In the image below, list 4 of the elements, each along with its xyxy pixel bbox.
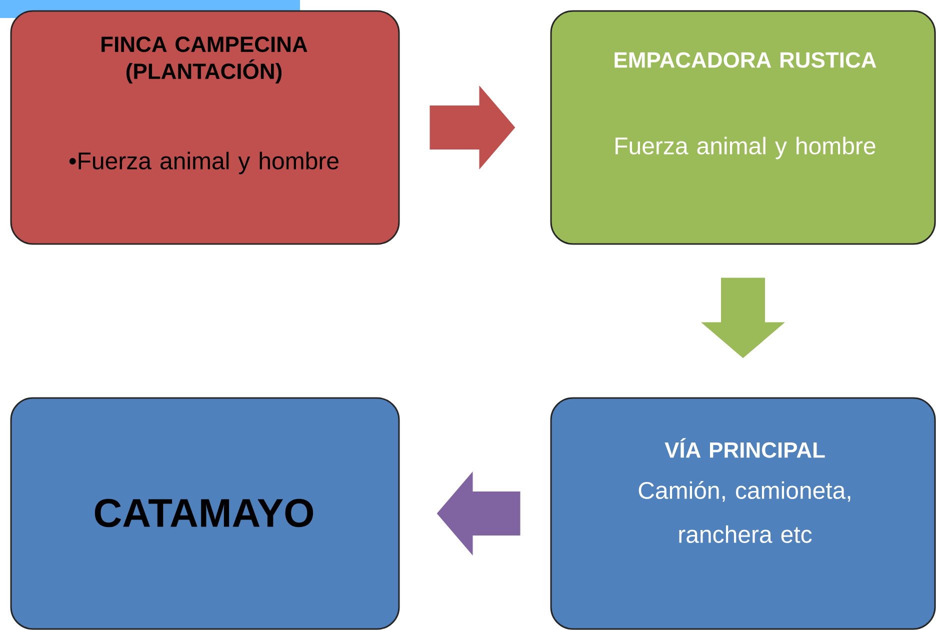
process-box: FINCA CAMPECINA (PLANTACIÓN) •Fuerza animal y hombre (10, 10, 400, 245)
process-box: CATAMAYO (10, 397, 400, 630)
process-box: VÍA PRINCIPAL Camión, camioneta, ranchera etc (550, 397, 936, 630)
process-box: EMPACADORA RUSTICA Fuerza animal y hombre (550, 10, 936, 245)
